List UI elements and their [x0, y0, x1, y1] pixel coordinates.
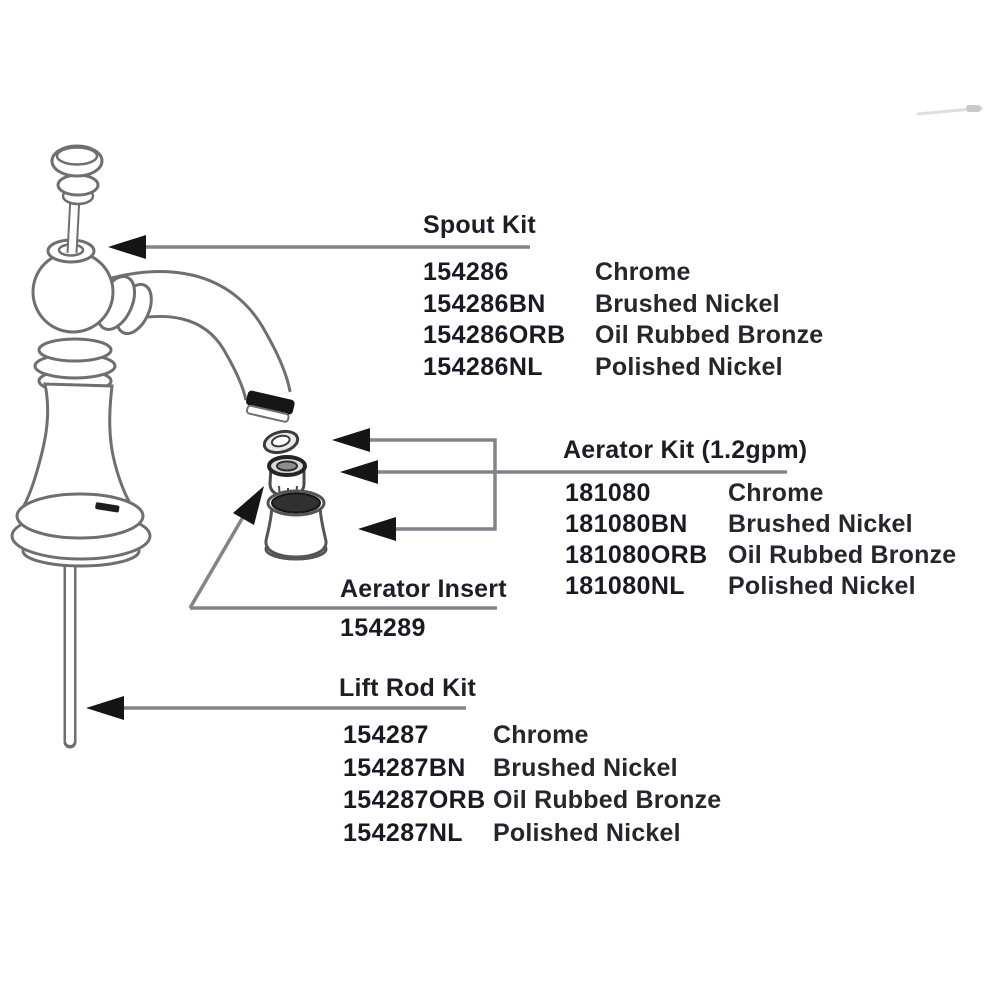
part-row: 154287 Chrome	[343, 719, 721, 752]
spout-tip-band	[245, 390, 295, 423]
part-row: 154286ORB Oil Rubbed Bronze	[423, 320, 823, 352]
part-number: 154287ORB	[343, 786, 486, 814]
aerator-insert-heading: Aerator Insert	[340, 575, 507, 603]
part-number: 154286BN	[423, 289, 546, 318]
part-number: 154287BN	[343, 753, 466, 782]
arrowhead-left-icon	[340, 460, 378, 484]
spout-body	[31, 238, 115, 334]
part-number: 154286	[423, 258, 509, 286]
lift-rod-knob	[50, 144, 104, 254]
part-row: 154287NL Polished Nickel	[343, 817, 721, 850]
aerator-insert-leader-arrow	[188, 486, 497, 610]
part-finish: Polished Nickel	[595, 352, 783, 381]
part-finish: Polished Nickel	[493, 818, 681, 847]
arrowhead-left-icon	[332, 428, 370, 452]
spout-kit-heading: Spout Kit	[423, 211, 536, 239]
part-number: 154286NL	[423, 352, 543, 381]
arrowhead-up-right-icon	[233, 486, 264, 525]
part-number: 154286ORB	[423, 321, 566, 349]
part-finish: Chrome	[493, 721, 589, 749]
part-row: 181080BN Brushed Nickel	[565, 509, 956, 540]
part-number: 181080BN	[565, 510, 688, 538]
aerator-kit-heading: Aerator Kit (1.2gpm)	[563, 436, 808, 464]
base-logo-mark	[95, 502, 120, 513]
part-finish: Chrome	[595, 258, 691, 286]
lift-rod-kit-heading: Lift Rod Kit	[339, 674, 477, 702]
part-row: 181080ORB Oil Rubbed Bronze	[565, 540, 956, 571]
leader-lines	[86, 235, 787, 720]
part-row: 154287BN Brushed Nickel	[343, 752, 721, 785]
scan-artifact	[916, 105, 984, 116]
part-finish: Oil Rubbed Bronze	[493, 786, 722, 814]
part-number: 181080ORB	[565, 541, 708, 569]
part-row: 181080NL Polished Nickel	[565, 571, 956, 602]
faucet-illustration	[10, 144, 328, 749]
part-finish: Brushed Nickel	[728, 510, 913, 538]
part-row: 154286 Chrome	[423, 257, 823, 289]
part-finish: Brushed Nickel	[493, 753, 678, 782]
aerator-kit-leader-bracket	[332, 428, 787, 541]
part-finish: Polished Nickel	[728, 572, 916, 600]
arrowhead-left-icon	[108, 235, 146, 259]
lift-rod-kit-leader-arrow	[86, 696, 466, 720]
part-number: 181080	[565, 479, 651, 507]
part-row: 154287ORB Oil Rubbed Bronze	[343, 784, 721, 817]
part-row: 181080 Chrome	[565, 478, 956, 509]
lift-rod-kit-part-list: 154287 Chrome 154287BN Brushed Nickel 15…	[343, 719, 721, 849]
part-finish: Chrome	[728, 479, 824, 507]
part-number: 154287NL	[343, 818, 463, 847]
spout-kit-leader-arrow	[108, 235, 530, 259]
part-finish: Oil Rubbed Bronze	[728, 541, 957, 569]
faucet-column	[18, 382, 138, 513]
part-number: 181080NL	[565, 572, 685, 600]
aerator-kit-part-list: 181080 Chrome 181080BN Brushed Nickel 18…	[565, 478, 956, 602]
part-row: 154286BN Brushed Nickel	[423, 289, 823, 321]
aerator-insert-part-number: 154289	[340, 614, 426, 642]
part-finish: Oil Rubbed Bronze	[595, 321, 824, 349]
part-number: 154287	[343, 721, 429, 749]
spout-kit-part-list: 154286 Chrome 154286BN Brushed Nickel 15…	[423, 257, 823, 383]
aerator-washer	[262, 429, 300, 455]
faucet-base	[10, 492, 152, 568]
part-row: 154286NL Polished Nickel	[423, 352, 823, 384]
aerator-housing	[264, 489, 328, 561]
part-finish: Brushed Nickel	[595, 289, 780, 318]
arrowhead-left-icon	[86, 696, 124, 720]
arrowhead-left-icon	[358, 517, 396, 541]
